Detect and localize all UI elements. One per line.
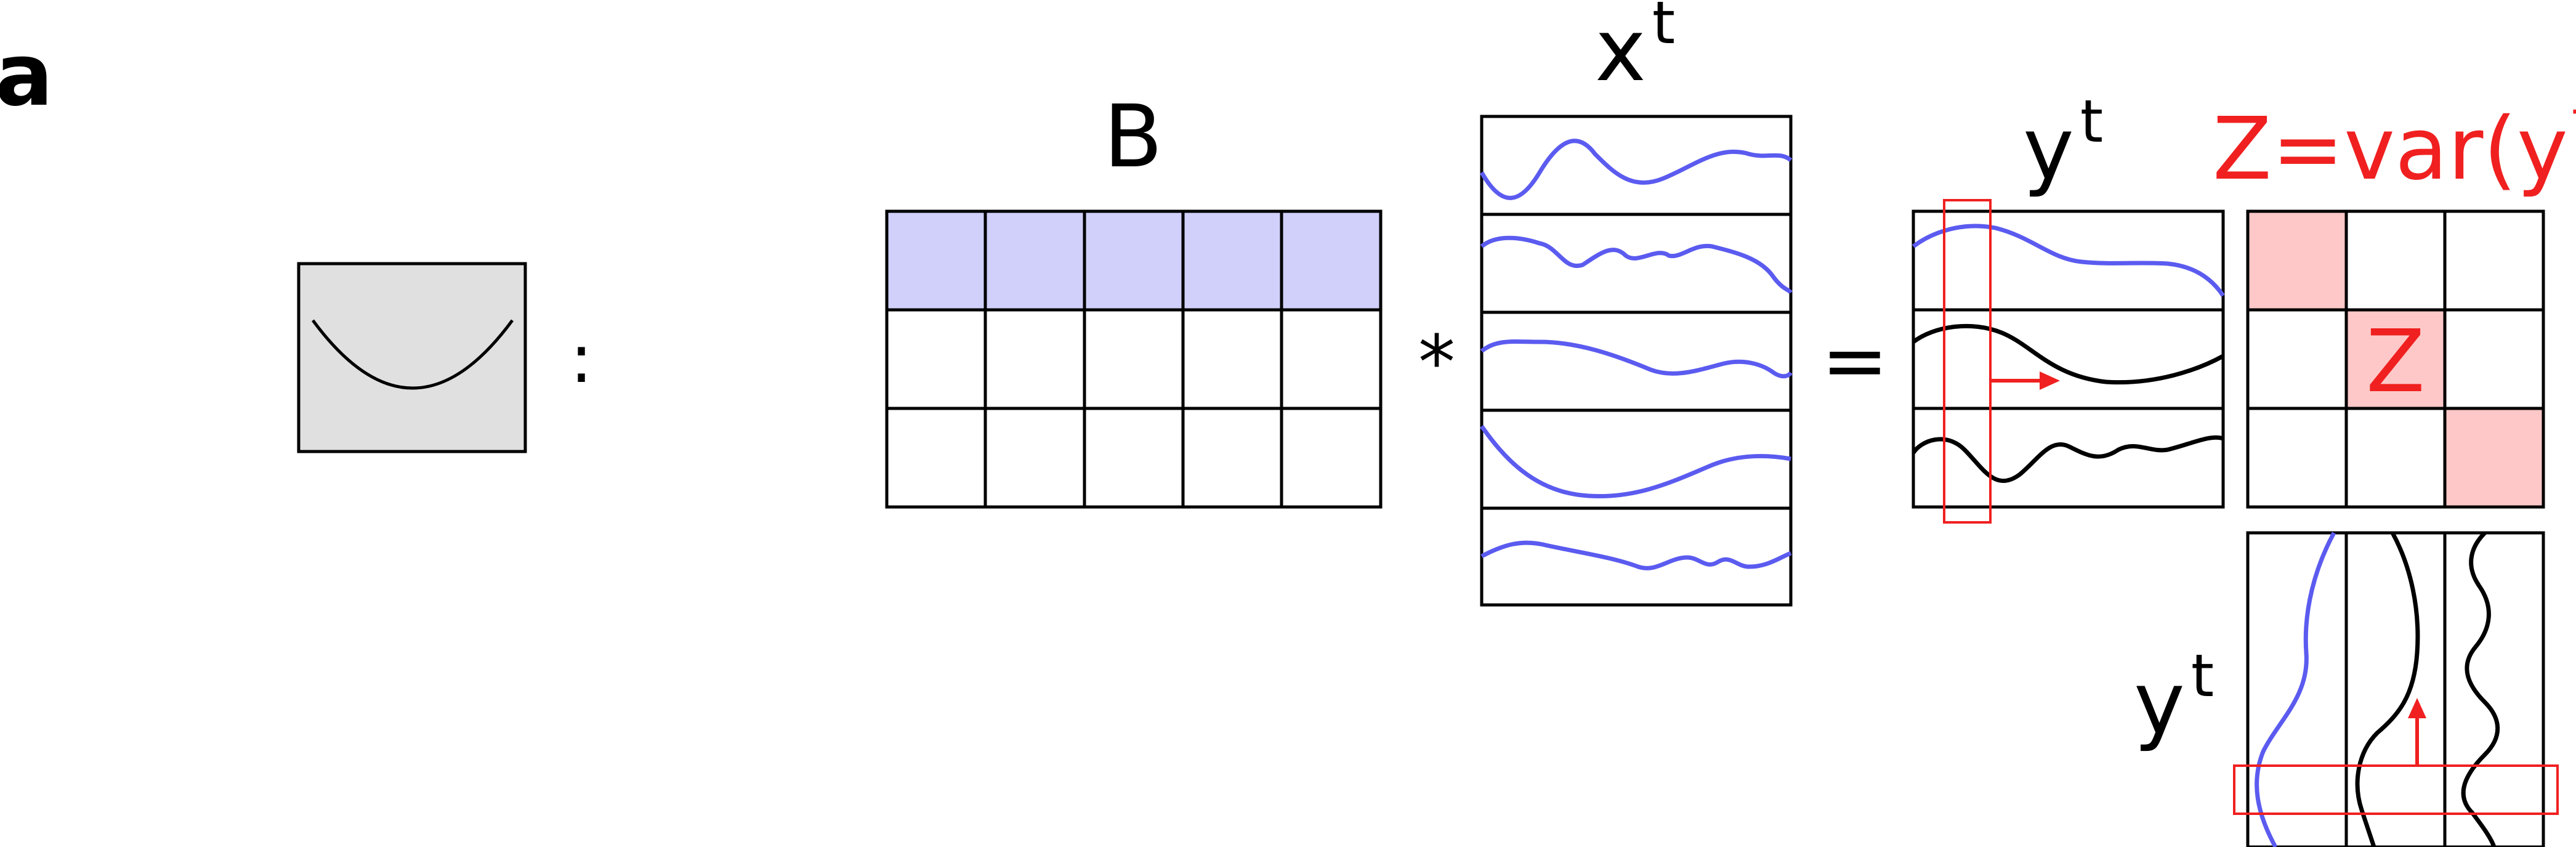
x-signal-5 — [1480, 540, 1792, 570]
z-variance-label: Z=var(yt) — [2213, 88, 2576, 200]
z-cell-diag-2 — [2346, 310, 2445, 408]
matrix-b — [885, 209, 1383, 509]
y-transposed-signal-1 — [2255, 532, 2336, 847]
matrix-z: Z — [2246, 209, 2545, 509]
sample-window-box — [2233, 764, 2559, 815]
penalty-function-box — [297, 262, 527, 453]
multiply-symbol: * — [1418, 320, 1455, 406]
matrix-b-label: B — [1104, 87, 1163, 187]
x-signal-3 — [1480, 339, 1793, 379]
z-cell-diag-3 — [2445, 408, 2543, 507]
y-transposed-signal-3 — [2461, 531, 2500, 847]
z-cell-label: Z — [2366, 312, 2425, 412]
parabola-curve — [311, 319, 514, 390]
y-signal-2 — [1912, 323, 2224, 385]
x-signal-2 — [1480, 235, 1793, 294]
x-signal-1 — [1479, 139, 1793, 200]
y-transposed-signal-2 — [2355, 532, 2420, 847]
colon-symbol: : — [570, 319, 592, 398]
panel-label: a — [0, 25, 53, 126]
y-signal-3 — [1912, 435, 2224, 484]
z-cell-diag-1 — [2248, 211, 2346, 310]
y-signal-1 — [1912, 224, 2225, 297]
time-arrow-head — [2040, 371, 2060, 390]
x-signal-matrix — [1479, 115, 1793, 607]
matrix-b-highlighted-row — [887, 211, 1381, 310]
sample-arrow-head — [2408, 698, 2426, 718]
equals-symbol: = — [1822, 314, 1889, 407]
y-transposed-matrix — [2233, 531, 2559, 847]
x-signal-4 — [1480, 424, 1791, 499]
y-signal-matrix — [1912, 199, 2225, 524]
time-window-box — [1943, 199, 1992, 524]
